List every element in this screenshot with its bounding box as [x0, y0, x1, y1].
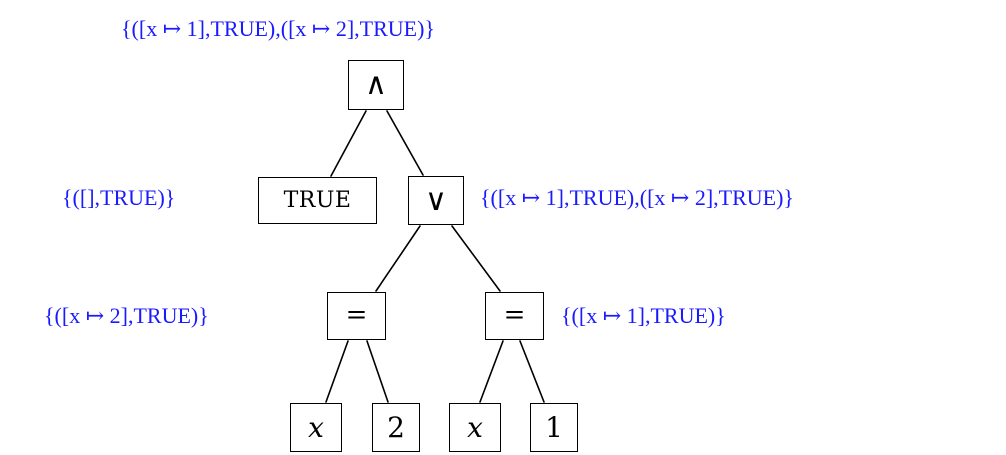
- edge-eq-right-x: [479, 340, 504, 403]
- or-node-annotation: {([x ↦ 1],TRUE),([x ↦ 2],TRUE)}: [480, 185, 794, 210]
- root-annotation: {([x ↦ 1],TRUE),([x ↦ 2],TRUE)}: [121, 16, 435, 41]
- eq-left-annotation: {([x ↦ 2],TRUE)}: [44, 303, 209, 328]
- variable-x-leaf-right: x: [449, 403, 501, 452]
- edge-eq-left-2: [366, 340, 389, 403]
- edge-and-true: [330, 110, 367, 177]
- or-node: ∨: [408, 176, 464, 225]
- edge-or-eq-left: [375, 225, 421, 292]
- number-1-leaf: 1: [530, 403, 578, 452]
- edge-or-eq-right: [451, 225, 501, 292]
- number-2-leaf: 2: [372, 403, 420, 452]
- equals-node-right: =: [485, 292, 544, 340]
- edge-and-or: [386, 110, 424, 176]
- true-leaf-annotation: {([],TRUE)}: [62, 185, 176, 210]
- edge-eq-right-1: [519, 340, 545, 403]
- and-node: ∧: [348, 60, 404, 110]
- edge-eq-left-x: [325, 340, 349, 403]
- eq-right-annotation: {([x ↦ 1],TRUE)}: [561, 303, 726, 328]
- true-leaf-node: TRUE: [258, 177, 377, 224]
- variable-x-leaf-left: x: [290, 403, 342, 452]
- equals-node-left: =: [327, 292, 386, 340]
